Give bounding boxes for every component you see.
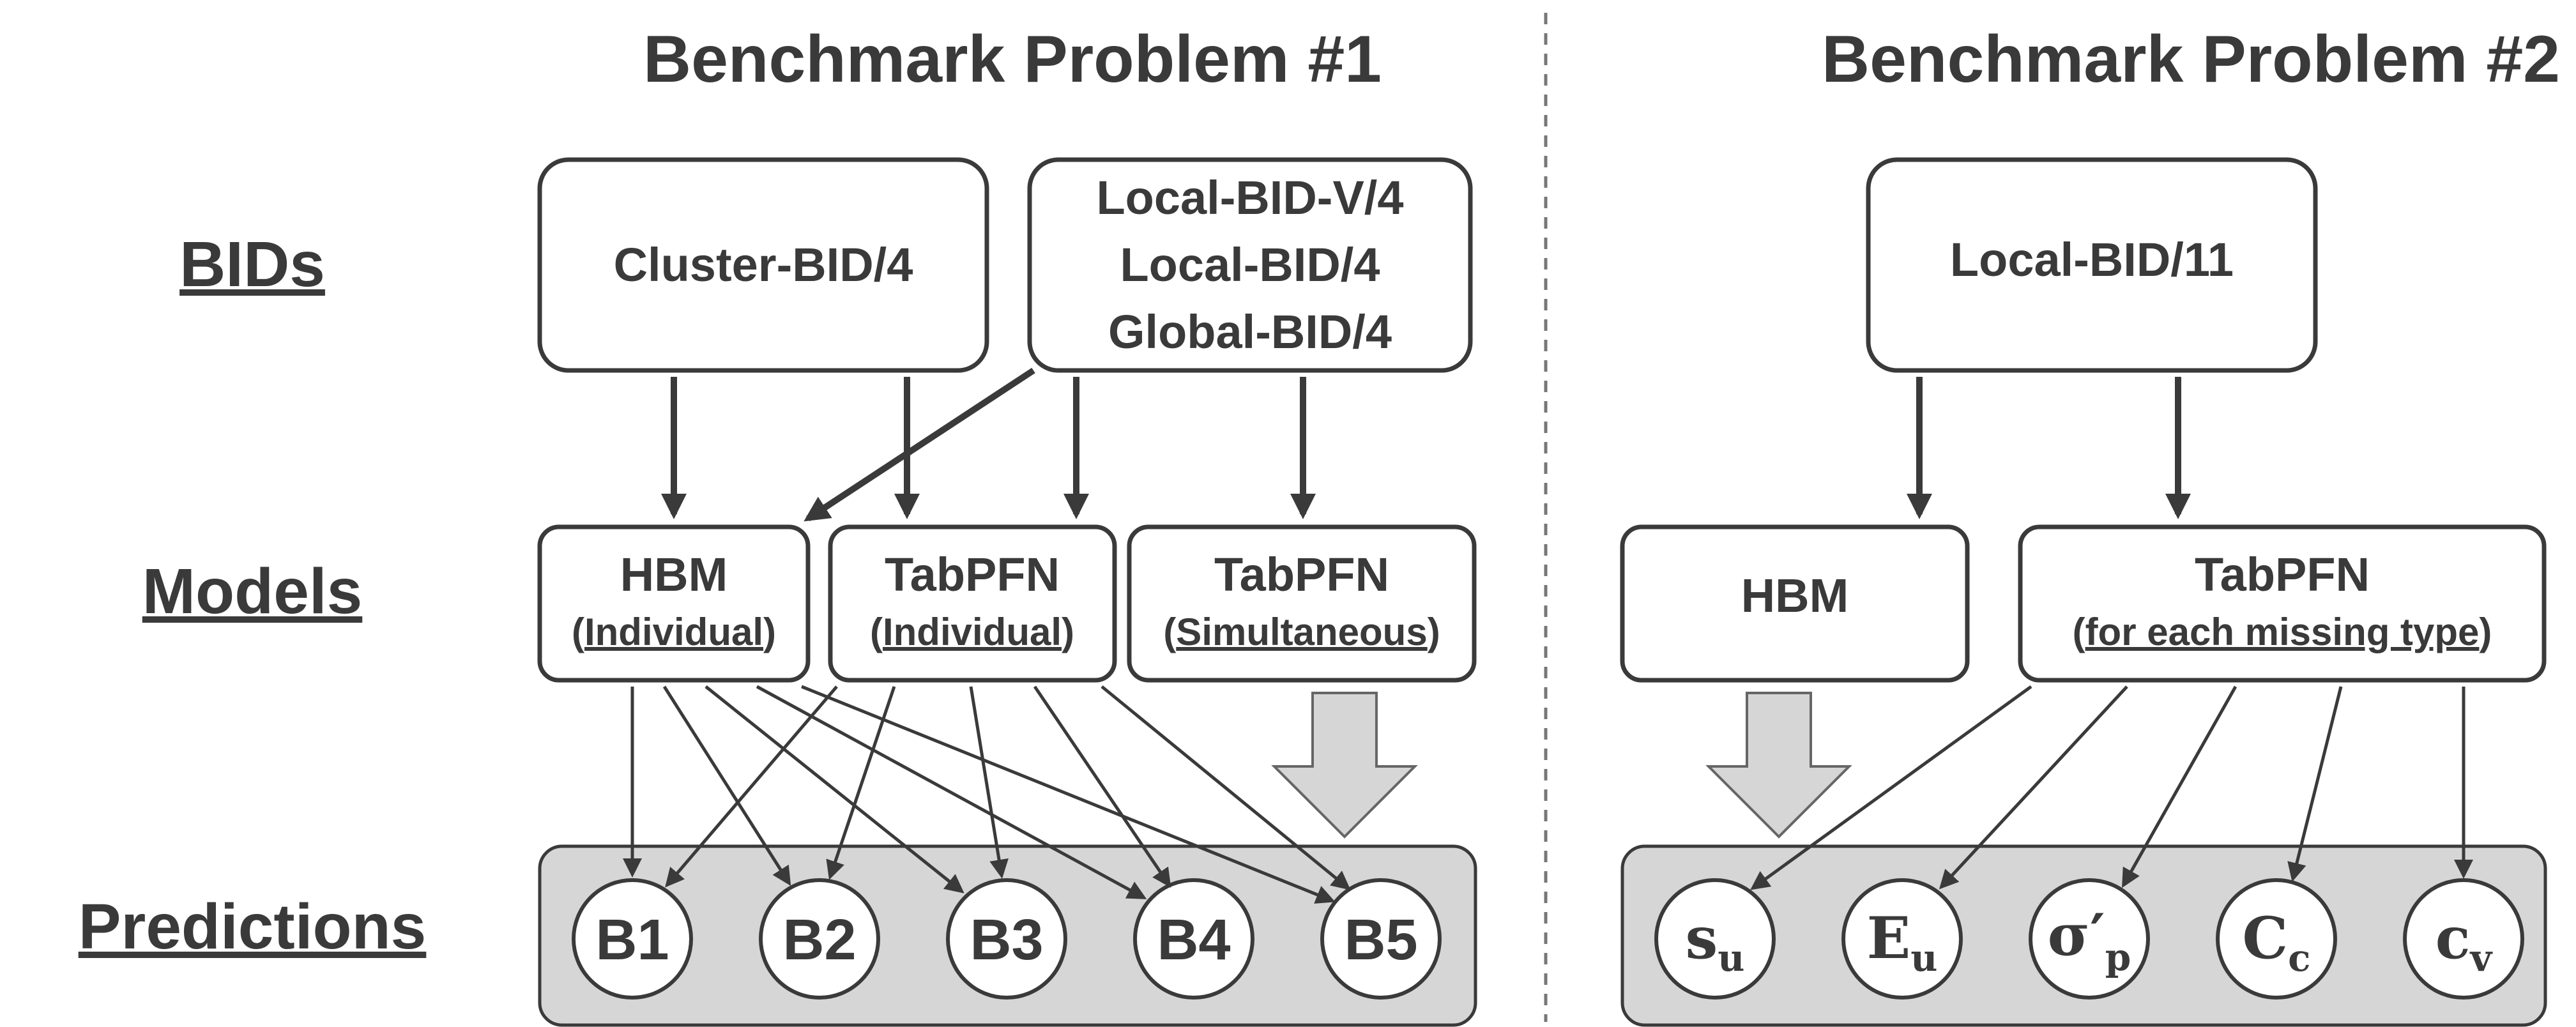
model-box-hbm-individual — [537, 524, 811, 683]
arrow-tabpfn-to-su — [1750, 685, 2032, 890]
prediction-label-cc: Cc — [2243, 904, 2311, 980]
prediction-node-b1 — [572, 878, 693, 1000]
prediction-node-b2 — [759, 878, 880, 1000]
bid-box-local-11 — [1866, 157, 2318, 373]
prediction-node-cc — [2216, 878, 2337, 1000]
bid-label-global: Global-BID/4 — [1108, 305, 1392, 358]
prediction-label-b5: B5 — [1344, 908, 1417, 972]
model-mode-tabpfn-simultaneous: (Simultaneous) — [1163, 611, 1440, 653]
model-box-tabpfn-individual — [828, 524, 1117, 683]
prediction-label-b1: B1 — [595, 908, 669, 972]
prediction-label-b4: B4 — [1157, 908, 1230, 972]
prediction-node-sigma-p — [2029, 878, 2150, 1000]
model-mode-hbm: (Individual) — [572, 611, 776, 653]
bid-label-local-v: Local-BID-V/4 — [1096, 171, 1403, 224]
model-box-tabpfn-simultaneous — [1127, 524, 1477, 683]
row-label-predictions: Predictions — [79, 891, 427, 962]
arrow-group-to-hbm — [804, 367, 1035, 522]
arrow-tabpfn-to-eu — [1939, 685, 2128, 890]
prediction-label-eu: Eu — [1867, 904, 1938, 980]
bid-box-group — [1027, 157, 1473, 373]
row-label-bids: BIDs — [179, 229, 325, 300]
arrow-hbm-to-b2 — [662, 685, 791, 886]
bid-label-local: Local-BID/4 — [1120, 238, 1380, 291]
fat-arrow-simultaneous — [1271, 692, 1418, 839]
model-name-tabpfn-individual: TabPFN — [885, 548, 1060, 601]
arrow-tabpfn-to-b5 — [1101, 685, 1351, 890]
model-name-tabpfn-2: TabPFN — [2195, 548, 2370, 601]
arrow-tabpfn-to-cc — [2287, 686, 2343, 882]
prediction-node-eu — [1841, 878, 1963, 1000]
arrow-hbm-to-b3 — [705, 685, 964, 894]
model-name-tabpfn-simultaneous: TabPFN — [1214, 548, 1389, 601]
model-mode-tabpfn-individual: (Individual) — [870, 611, 1074, 653]
model-name-hbm: HBM — [620, 548, 728, 601]
title-problem-1: Benchmark Problem #1 — [643, 22, 1382, 96]
prediction-node-cv — [2403, 878, 2524, 1000]
prediction-label-cv: cv — [2435, 904, 2494, 980]
prediction-node-b5 — [1320, 878, 1442, 1000]
prediction-label-b3: B3 — [970, 908, 1043, 972]
prediction-label-b2: B2 — [782, 908, 856, 972]
prediction-label-su: su — [1686, 904, 1745, 980]
model-box-tabpfn-2 — [2018, 524, 2547, 683]
arrow-tabpfn-to-b3 — [969, 686, 1009, 879]
arrow-tabpfn-to-b2 — [826, 686, 896, 880]
fat-arrow-hbm-2 — [1705, 692, 1852, 839]
prediction-label-sigma-p: σ′p — [2048, 901, 2131, 979]
arrow-hbm-to-b5 — [801, 685, 1336, 904]
arrow-tabpfn-to-b1 — [665, 685, 838, 888]
model-mode-tabpfn-2: (for each missing type) — [2073, 611, 2492, 653]
bid-box-cluster — [537, 157, 989, 373]
arrow-hbm-to-b4 — [756, 685, 1147, 899]
bid-label-local-11: Local-BID/11 — [1950, 233, 2234, 286]
model-name-hbm-2: HBM — [1741, 569, 1849, 622]
row-label-models: Models — [142, 556, 362, 627]
prediction-node-su — [1654, 878, 1776, 1000]
title-problem-2: Benchmark Problem #2 — [1822, 22, 2560, 96]
bid-label-cluster: Cluster-BID/4 — [614, 238, 913, 291]
arrow-tabpfn-to-b4 — [1033, 685, 1171, 888]
prediction-node-b4 — [1133, 878, 1254, 1000]
arrow-tabpfn-to-sigma-p — [2122, 685, 2237, 888]
prediction-node-b3 — [946, 878, 1067, 1000]
model-box-hbm-2 — [1620, 524, 1970, 683]
